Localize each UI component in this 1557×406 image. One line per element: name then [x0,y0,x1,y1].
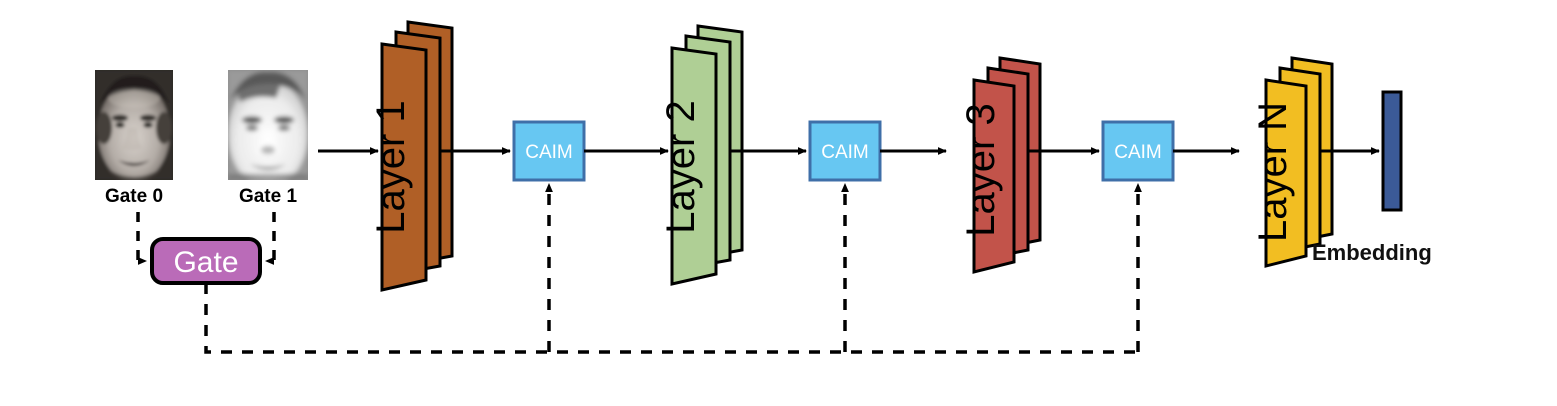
caim-label-caim3: CAIM [1114,142,1162,163]
caim-label-caim1: CAIM [525,142,573,163]
layer-block-layer3: Layer 3 [959,56,1042,274]
caim-block-caim2[interactable]: CAIM [808,120,882,182]
layer-label-layer3: Layer 3 [959,103,1003,236]
caim-block-caim1[interactable]: CAIM [512,120,586,182]
input-image-gate1 [228,70,308,180]
input-label-gate0: Gate 0 [105,186,163,207]
caim-label-caim2: CAIM [821,142,869,163]
caim-block-caim3[interactable]: CAIM [1101,120,1175,182]
gate-block[interactable]: Gate [150,237,262,285]
dashed-gate0-to-gate [136,212,147,265]
input-label-gate1: Gate 1 [239,186,298,207]
layer-block-layerN: Layer N [1251,56,1334,268]
dashed-gate-bus [204,283,1138,354]
input-image-gate0 [95,70,173,180]
embedding-label: Embedding [1312,240,1432,265]
dashed-gate1-to-gate [265,212,276,265]
embedding-bar [1381,90,1403,212]
gate-label: Gate [173,246,238,279]
layer-block-layer1: Layer 1 [369,20,454,292]
layer-block-layer2: Layer 2 [659,24,744,286]
layer-label-layerN: Layer N [1251,102,1295,242]
layer-label-layer1: Layer 1 [369,100,413,233]
layer-label-layer2: Layer 2 [659,100,703,233]
